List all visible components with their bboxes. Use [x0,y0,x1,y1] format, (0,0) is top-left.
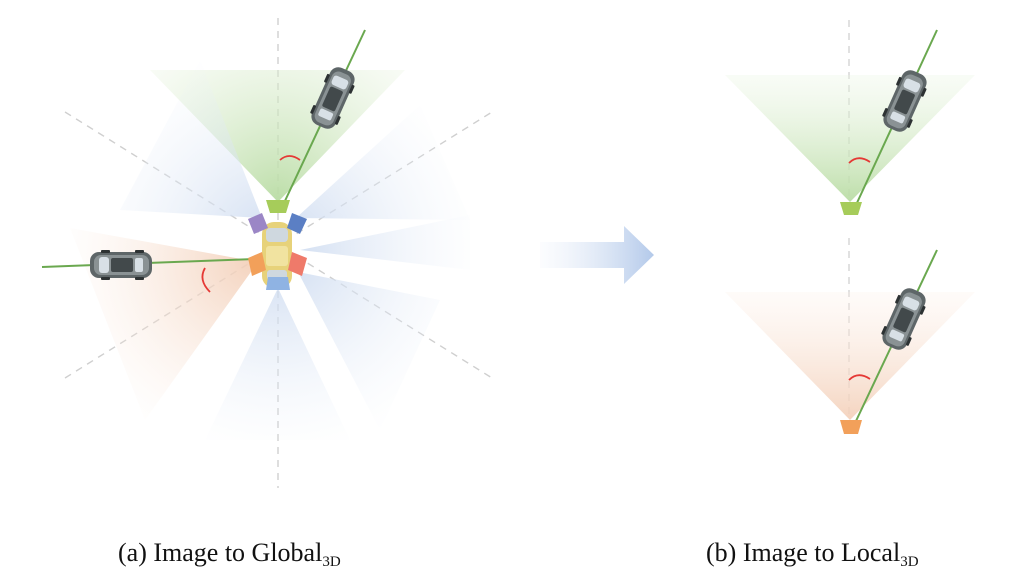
camera-front-icon [266,200,290,213]
target-car-icon [90,250,152,280]
angle-arc-front [279,155,301,161]
local-back-left-camera-view [725,238,975,434]
fov-local-green [725,75,975,202]
caption-image-to-global: (a) Image to Global3D [118,538,341,571]
caption-b-label: (b) Image to Local [706,538,901,567]
camera-back-left-icon [840,420,862,434]
caption-image-to-local: (b) Image to Local3D [706,538,919,571]
right-arrow-icon [540,226,654,284]
camera-rig [248,200,307,290]
camera-back-right-icon [288,252,307,276]
fov-front-right-blue [296,105,470,220]
caption-a-label: (a) Image to Global [118,538,323,567]
caption-a-subscript: 3D [322,554,341,570]
caption-b-subscript: 3D [900,554,919,570]
camera-back-icon [266,277,290,290]
fov-back-right-blue [298,272,440,430]
camera-fov-fans [70,60,470,440]
camera-front-right-icon [287,213,307,234]
camera-back-left-icon [248,252,266,276]
fov-front-left-blue [120,60,262,218]
ego-car-icon [262,222,292,288]
camera-front-left-icon [248,213,268,234]
angle-arc-local-front [848,157,871,164]
panel-a-global [41,18,493,488]
panel-b-local [725,20,975,434]
fov-right-blue [300,215,470,270]
angle-arc-left [201,267,211,293]
camera-front-icon [840,202,862,215]
fov-local-orange [725,292,975,420]
local-front-camera-view [725,20,975,215]
fov-back-blue [205,288,350,440]
angle-arc-local-back-left [848,374,871,381]
